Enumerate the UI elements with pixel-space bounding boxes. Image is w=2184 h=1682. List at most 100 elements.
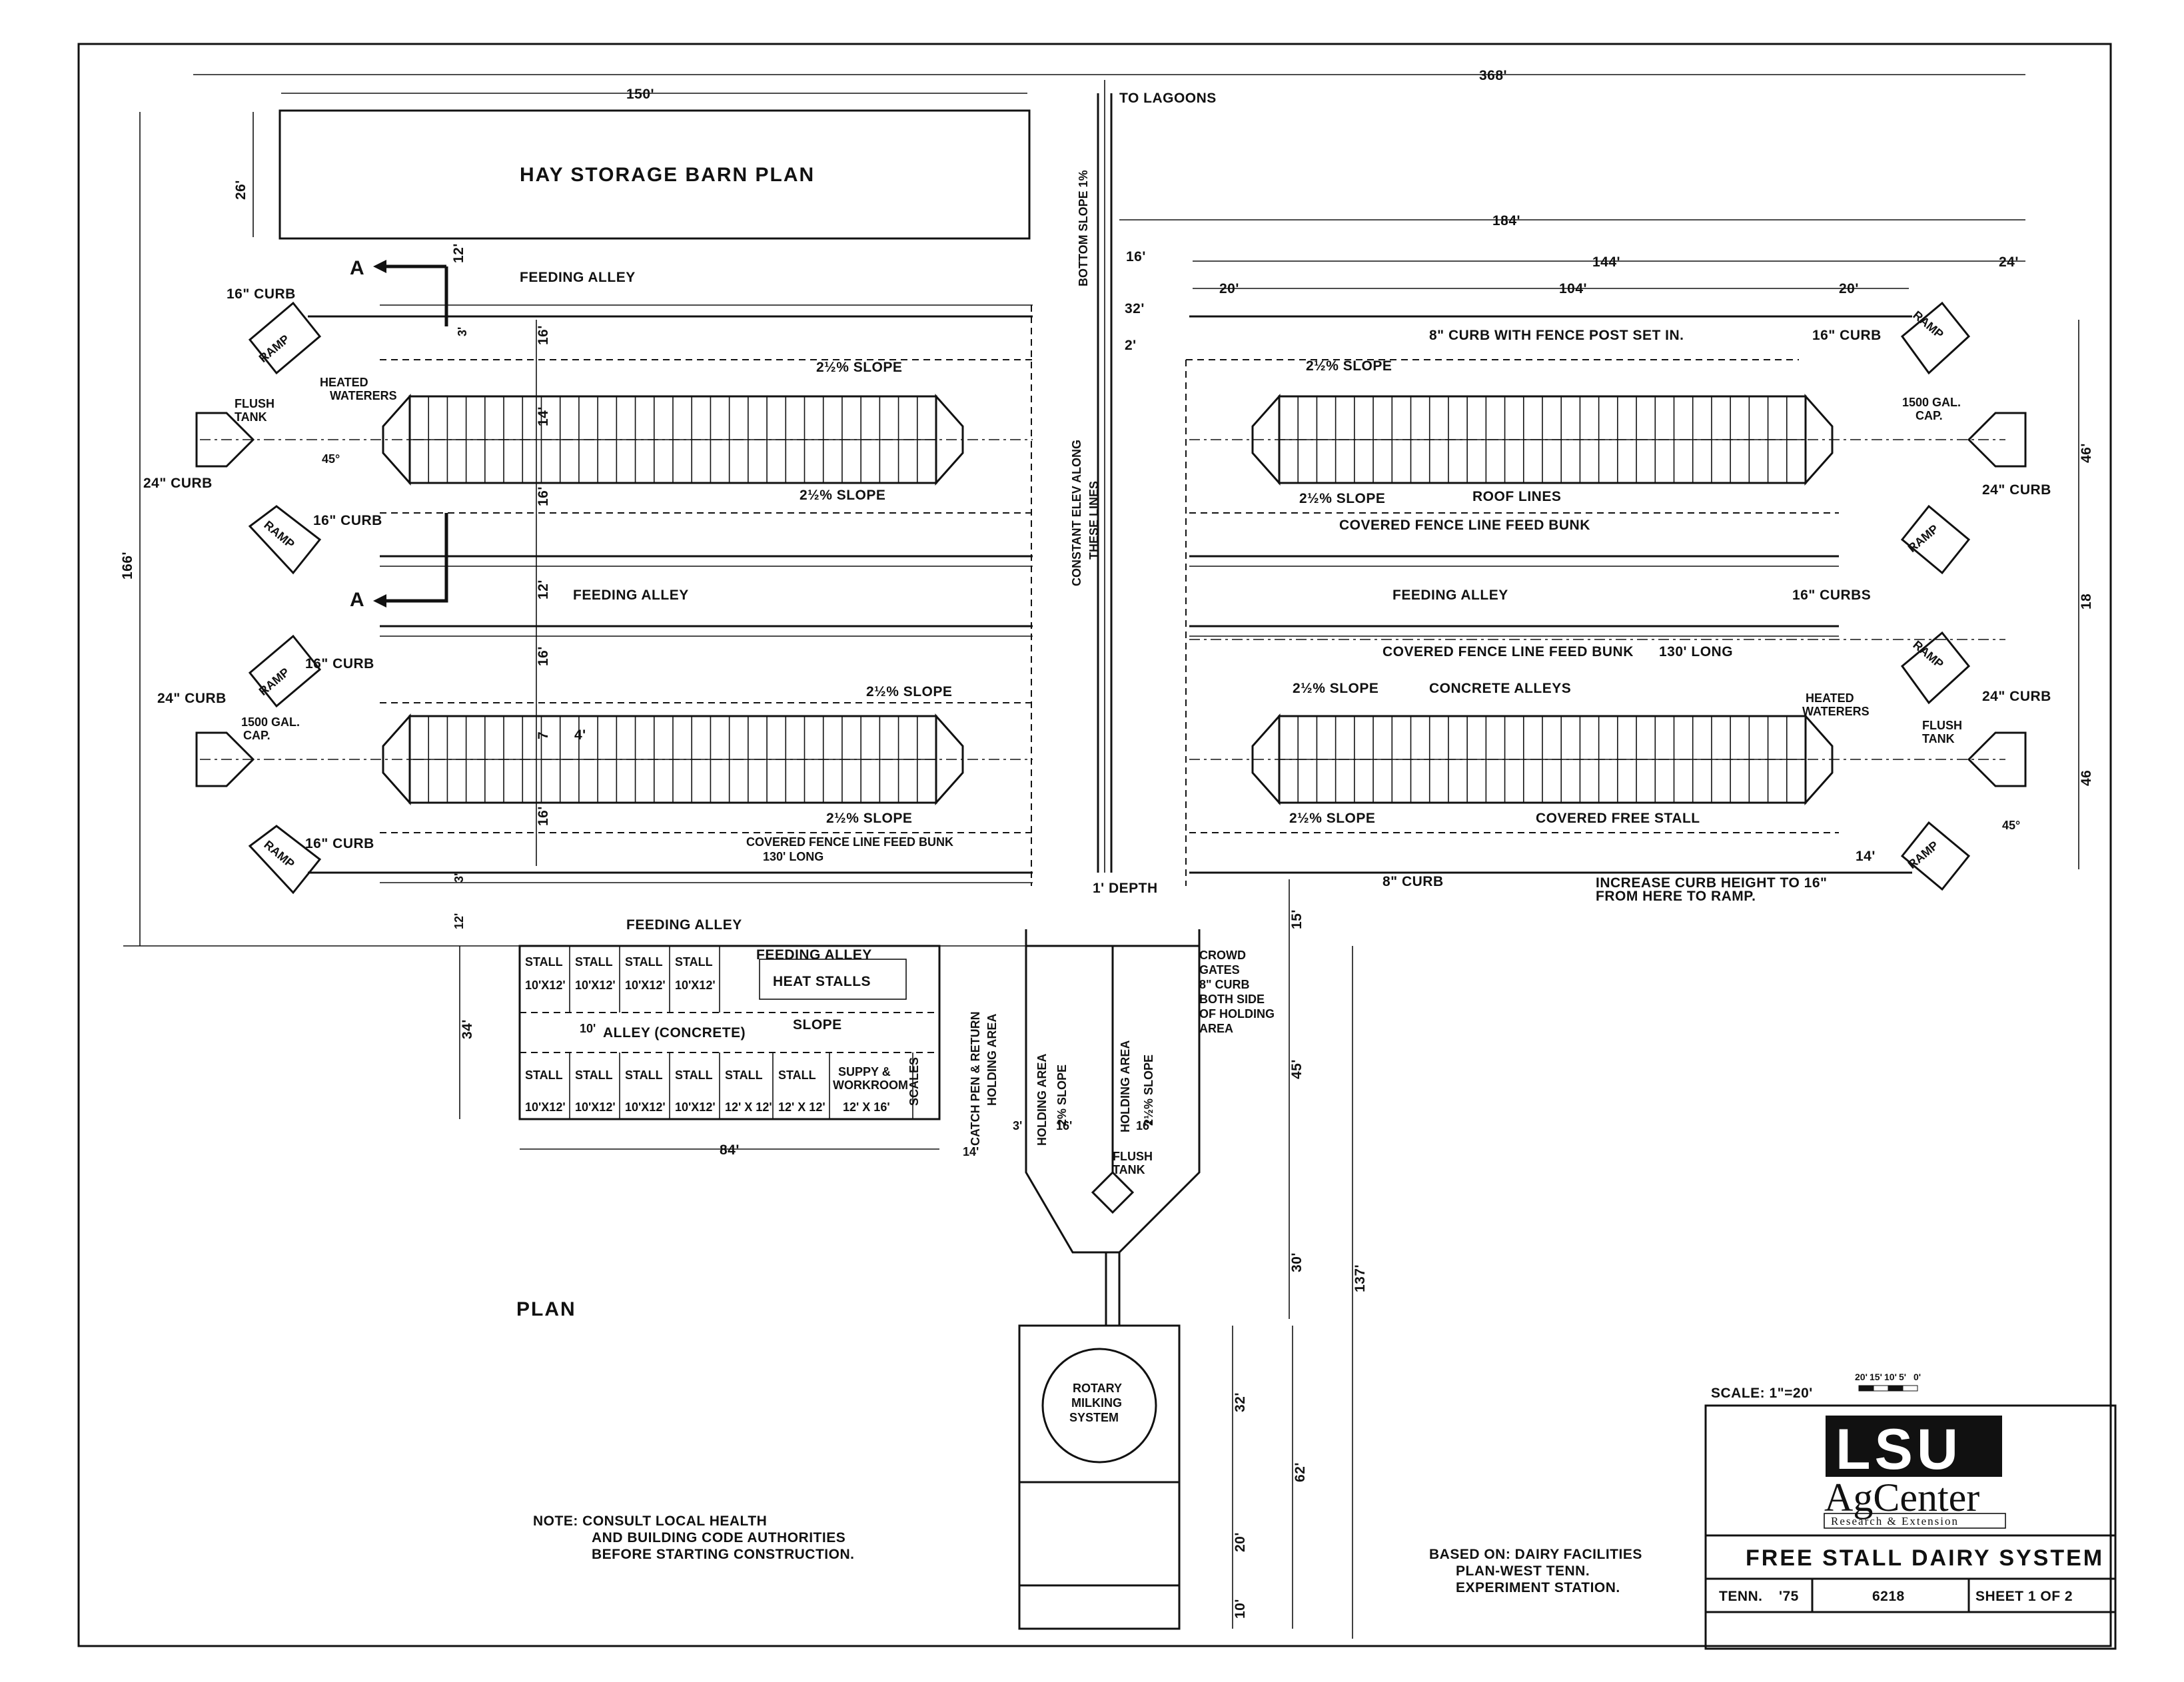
slope-label-l4: 2½% SLOPE [826,811,912,826]
waterers-label-r: WATERERS [1802,705,1870,718]
title-year: '75 [1779,1589,1799,1604]
stall-label: STALL [525,1068,563,1082]
stall-label: STALL [625,1068,663,1082]
increase-label-2: FROM HERE TO RAMP. [1596,889,1756,904]
constant-elev-label-1: CONSTANT ELEV ALONG [1070,440,1083,586]
stall-label: STALL [575,1068,613,1082]
scale-segment [1858,1385,1874,1392]
holding-slope-label-2: 2½% SLOPE [1142,1054,1155,1126]
dim-7: 7 [536,731,551,739]
based-line-3: EXPERIMENT STATION. [1456,1580,1620,1595]
dim-12-top: 12' [451,243,466,263]
dim-104: 104' [1559,281,1587,296]
dim-10-p: 10' [1233,1599,1248,1619]
feeding-alley-label-3: FEEDING ALLEY [626,917,742,933]
logo-agcenter: AgCenter [1824,1475,1979,1519]
feeding-alley-label-r: FEEDING ALLEY [1392,588,1508,603]
stall-label: STALL [525,955,563,969]
slope-label-r2: 2½% SLOPE [1299,491,1385,506]
heated-label-l1: HEATED [320,376,368,389]
overall-dimension: 368' 184' [193,68,2025,228]
hay-storage-barn: HAY STORAGE BARN PLAN 150' 26' [233,87,1031,240]
dim-12-l2: 12' [452,913,466,929]
long130-label-r: 130' LONG [1659,644,1733,659]
holding-area-label-2: HOLDING AREA [1119,1041,1132,1132]
dim-4: 4' [574,727,586,743]
long130-label-l: 130' LONG [763,850,823,863]
dim-46-r1: 46' [2079,443,2094,463]
free-stall-label: COVERED FREE STALL [1536,811,1700,826]
free-stalls-right-bottom [1279,716,1806,803]
stall-size: 10'X12' [575,979,616,992]
dim-20-r2: 20' [1839,281,1859,296]
flush-label-l1: FLUSH [235,397,274,410]
rotary-label-2: MILKING [1071,1396,1122,1410]
note-line-2: AND BUILDING CODE AUTHORITIES [592,1530,845,1545]
free-stalls-left-top [410,396,936,483]
curb8-label: 8" CURB [1382,874,1444,889]
stall-size: 10'X12' [675,979,716,992]
holding-slope-label-1: 2% SLOPE [1055,1064,1069,1126]
roof-lines-label: ROOF LINES [1472,489,1561,504]
lsu-logo-box [1826,1416,2002,1477]
workroom-size: 12' X 16' [843,1100,890,1114]
crowd-label-6: AREA [1199,1022,1233,1035]
free-stalls-left-bottom [410,716,936,803]
scale-tick-label: 20' [1855,1372,1868,1382]
title-sheet: SHEET 1 OF 2 [1975,1589,2073,1604]
ramp-label-l4: RAMP [261,838,296,871]
stall-label: STALL [778,1068,816,1082]
curb24-label-r1: 24" CURB [1982,482,2051,498]
scale-segment [1902,1385,1918,1392]
bottom-slope-label: BOTTOM SLOPE 1% [1077,170,1090,286]
suppy-label-1: SUPPY & [838,1065,891,1078]
ramp-label-l3: RAMP [257,665,292,698]
dim-14-h: 14' [963,1145,979,1158]
free-stalls-right-top [1279,396,1806,483]
catch-pen-label-2: HOLDING AREA [985,1014,999,1106]
ramp-label-r2: RAMP [1906,522,1941,555]
sheet-border [77,43,2112,1647]
tank-label-l1: TANK [235,410,267,424]
fence-bunk-label-l: COVERED FENCE LINE FEED BUNK [746,835,953,849]
crowd-label-5: OF HOLDING [1199,1007,1275,1021]
dim-3-l2: 3' [452,873,466,883]
slope-label-r4: 2½% SLOPE [1289,811,1375,826]
right-barns: RAMP RAMP RAMP RAMP FEEDING ALLEY 2½% SL… [1185,254,2094,904]
stall-label: STALL [575,955,613,969]
rotary-platform [1041,1348,1157,1464]
dim-32-p: 32' [1233,1392,1248,1412]
stall-size: 10'X12' [675,1100,716,1114]
stall-label: STALL [675,955,713,969]
dim-16-h2: 16' [1136,1119,1152,1132]
dim-3-h: 3' [1013,1119,1022,1132]
note-line-3: BEFORE STARTING CONSTRUCTION. [592,1547,854,1562]
gal-label-l1: 1500 GAL. [241,715,300,729]
feeding-alley-heat-label: FEEDING ALLEY [756,947,872,963]
plan-label: PLAN [516,1298,576,1320]
curb24-label-l2: 24" CURB [157,691,227,706]
gal-label-r1: 1500 GAL. [1902,396,1961,409]
stall-size: 12' X 12' [778,1100,825,1114]
dim-16-l2: 16' [536,486,551,506]
scale-bar: 20'15'10'5'0' [1855,1372,1921,1392]
lagoon-channel: TO LAGOONS BOTTOM SLOPE 1% CONSTANT ELEV… [1070,80,1216,896]
curb24-label-l1: 24" CURB [143,476,213,491]
crowd-label-3: 8" CURB [1199,978,1250,991]
stall-label: STALL [725,1068,763,1082]
crowd-label-4: BOTH SIDE [1199,993,1265,1006]
dim-12-l: 12' [536,580,551,600]
note-block: NOTE: CONSULT LOCAL HEALTH AND BUILDING … [533,1513,854,1562]
curb16-label-l2: 16" CURB [313,513,382,528]
based-line-2: PLAN-WEST TENN. [1456,1563,1590,1579]
section-a-bottom: A [350,589,366,611]
scale-tick-label: 0' [1913,1372,1921,1382]
slope-label-l1: 2½% SLOPE [816,360,902,375]
constant-elev-label-2: THESE LINES [1087,481,1101,560]
dim-150: 150' [626,87,654,102]
curb16-label-r1: 16" CURB [1812,328,1882,343]
slope-heat-label: SLOPE [793,1017,842,1033]
scale-segment [1873,1385,1889,1392]
dim-16-h1: 16' [1056,1119,1072,1132]
